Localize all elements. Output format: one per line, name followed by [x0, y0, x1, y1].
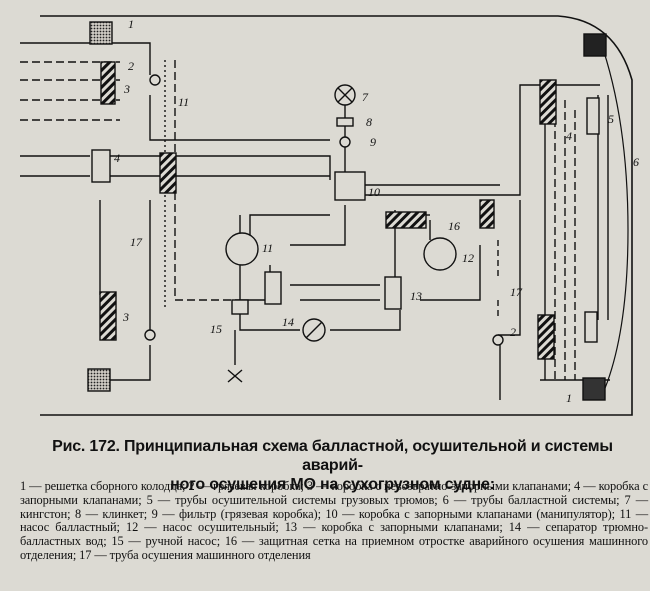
label-1a: 1: [128, 17, 134, 31]
label-13: 13: [410, 289, 422, 303]
figure-caption-title: Рис. 172. Принципиальная схема балластно…: [52, 438, 613, 493]
label-14: 14: [282, 315, 294, 329]
strainer-box-right-top: [583, 33, 607, 57]
label-1b: 1: [566, 391, 572, 405]
valve-boxes-plain: [91, 97, 600, 343]
label-4b: 4: [566, 129, 572, 143]
label-2a: 2: [128, 59, 134, 73]
strainer-box-right-bottom: [582, 377, 606, 401]
label-11b: 11: [262, 241, 273, 255]
label-17a: 17: [130, 235, 143, 249]
label-2b: 2: [510, 325, 516, 339]
callout-labels: 1 1 2 2 3 3 4 4 5 6 7 8 9 10 11 11 12 13…: [114, 17, 639, 405]
figure-caption-legend: 1 — решетка сборного колодца; 2 — грязев…: [20, 479, 648, 562]
label-3a: 3: [123, 82, 130, 96]
system-schematic: 1 1 2 2 3 3 4 4 5 6 7 8 9 10 11 11 12 13…: [20, 15, 639, 416]
label-11a: 11: [178, 95, 189, 109]
label-17b: 17: [510, 285, 523, 299]
strainer-boxes: [87, 21, 607, 401]
label-10: 10: [368, 185, 380, 199]
label-16: 16: [448, 219, 460, 233]
strainer-box-left-top: [89, 21, 113, 45]
strainer-box-left-bottom: [87, 368, 111, 392]
label-4a: 4: [114, 151, 120, 165]
hull-outline: [40, 15, 633, 416]
label-7: 7: [362, 90, 369, 104]
valve-boxes-hatched: [99, 61, 557, 360]
pipelines: [20, 42, 610, 400]
pumps-and-fittings: [144, 74, 504, 383]
label-9: 9: [370, 135, 376, 149]
label-5: 5: [608, 112, 614, 126]
label-6: 6: [633, 155, 639, 169]
label-12: 12: [462, 251, 474, 265]
label-15: 15: [210, 322, 222, 336]
label-8: 8: [366, 115, 372, 129]
label-3b: 3: [122, 310, 129, 324]
